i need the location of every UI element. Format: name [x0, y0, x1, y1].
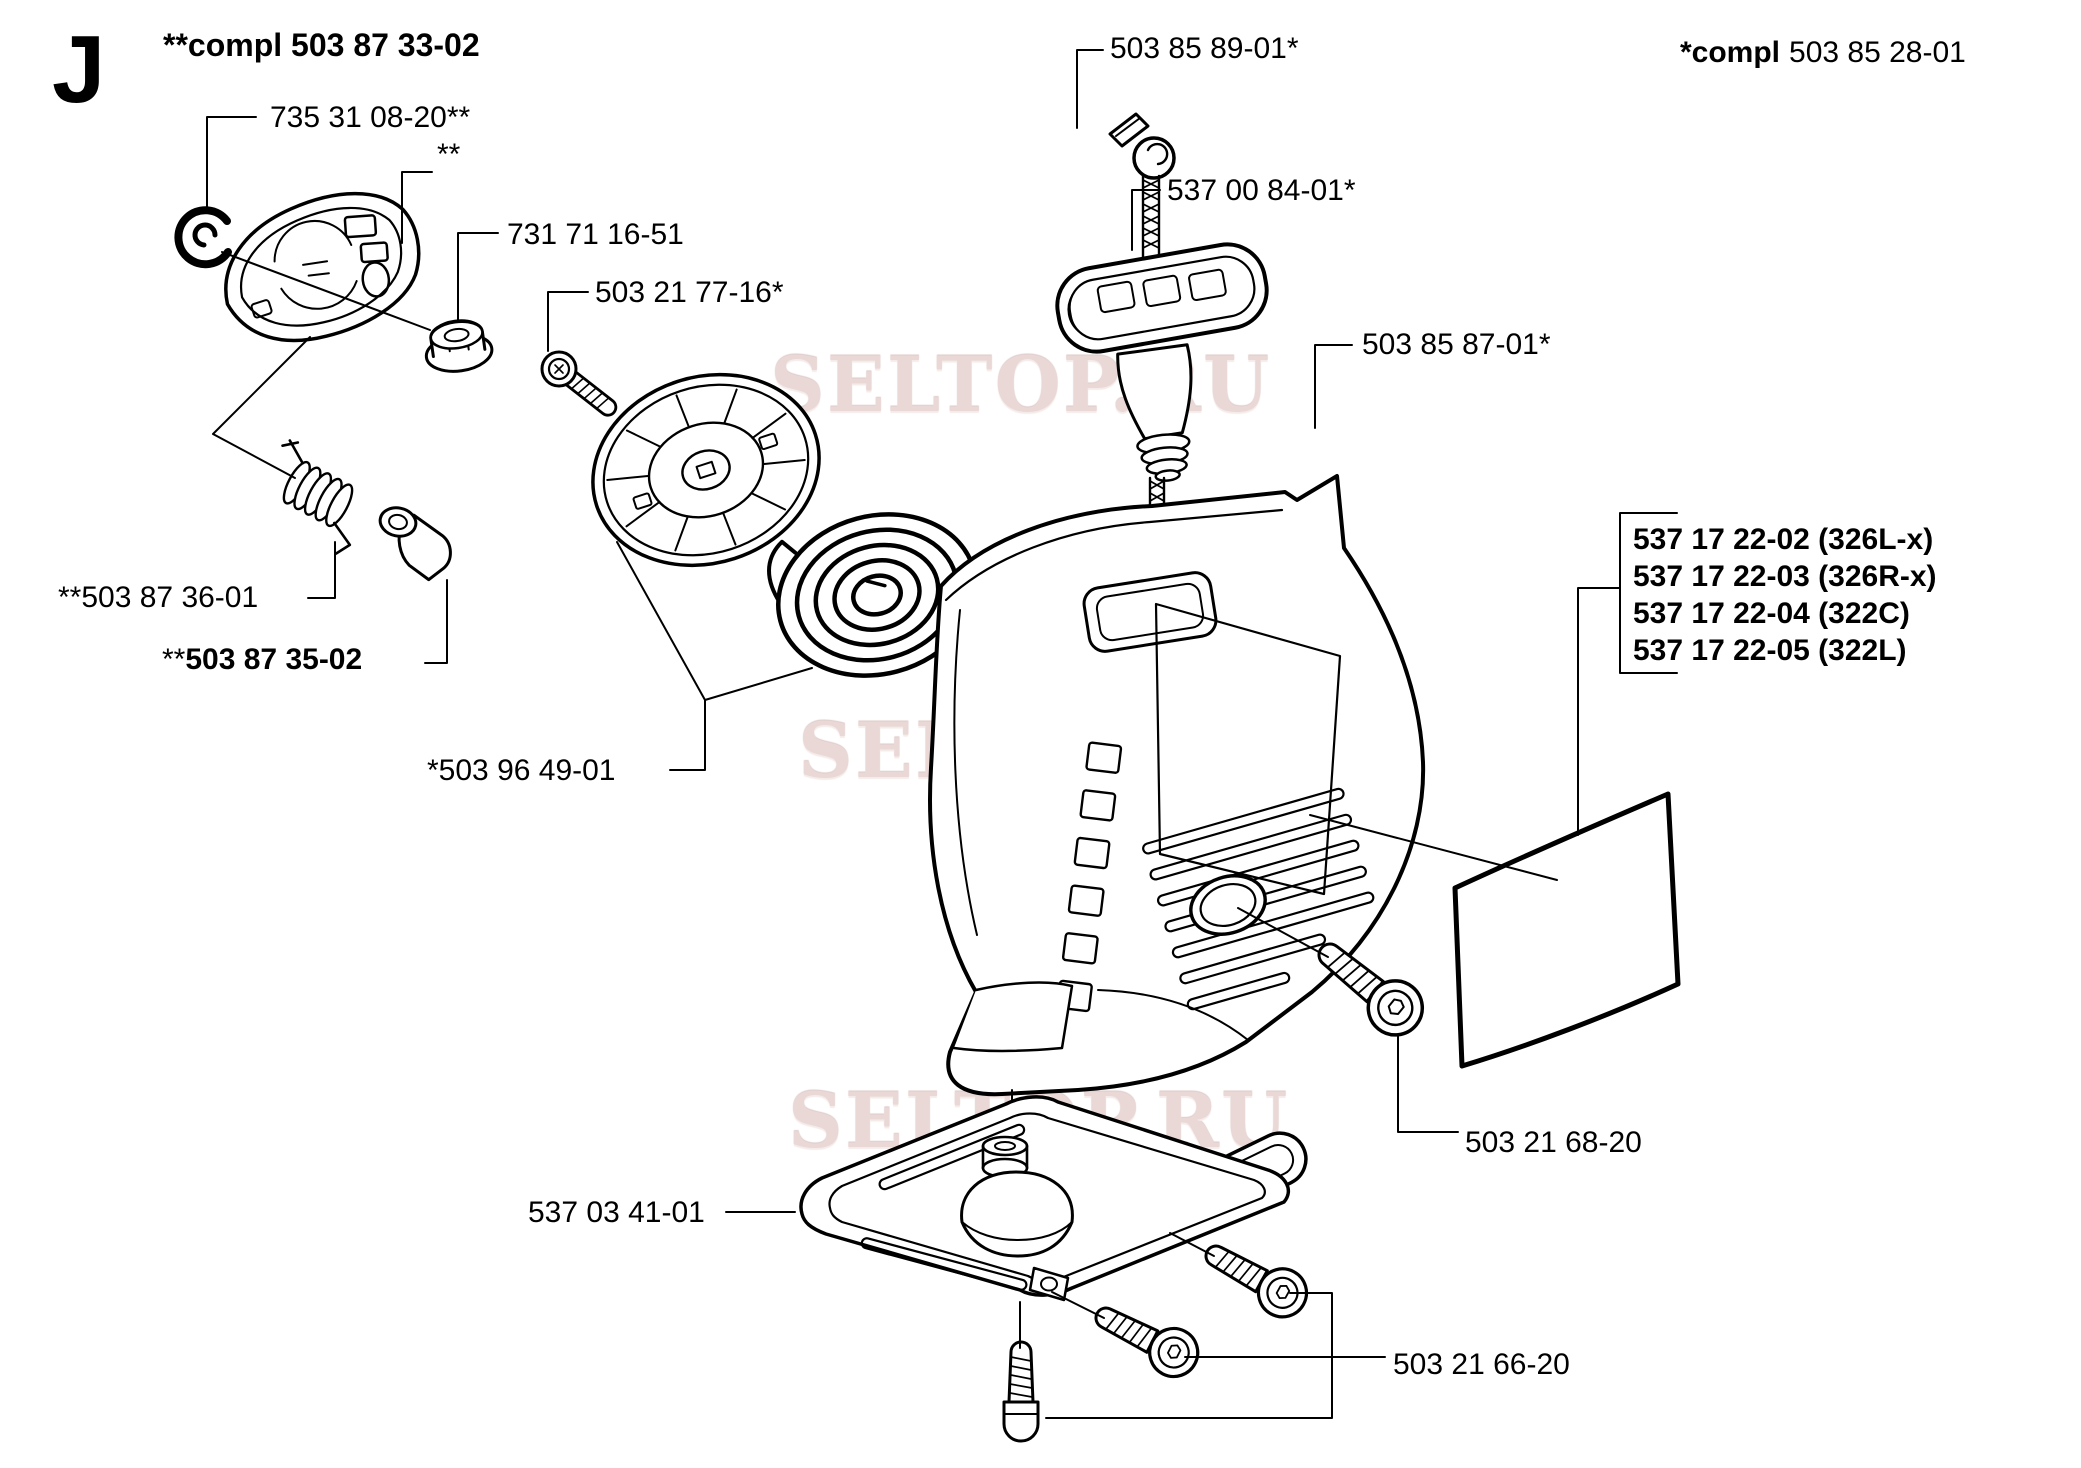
- cover-screw-drawing: [1317, 942, 1425, 1037]
- part-label-handle: 537 00 84-01*: [1167, 174, 1356, 207]
- base-screw-b-drawing: [1094, 1306, 1200, 1379]
- leader-lines: [206, 49, 1678, 1419]
- part-label-rope-knob: 503 85 89-01*: [1110, 32, 1299, 65]
- base-screw-c-drawing: [1002, 1340, 1040, 1443]
- part-label-pawl-spring: **503 87 36-01: [58, 581, 259, 614]
- assembly-note-left: **compl 503 87 33-02: [163, 27, 480, 63]
- assembly-note-right-number: 503 85 28-01: [1789, 36, 1966, 69]
- starter-pulley-drawing: [591, 372, 821, 568]
- part-label-base-plate: 537 03 41-01: [528, 1196, 705, 1229]
- flange-nut-drawing: [424, 319, 494, 373]
- pulley-screw-drawing: [540, 350, 618, 417]
- assembly-note-right-prefix: *compl: [1680, 36, 1781, 69]
- decal-sheet-drawing: [1452, 791, 1681, 1069]
- part-label-pulley-screw: 503 21 77-16*: [595, 276, 784, 309]
- starter-rope-lower: [1148, 476, 1166, 508]
- decal-variant-item: 537 17 22-05 (322L): [1633, 634, 1907, 667]
- part-label-pawl: **503 87 35-02: [162, 643, 362, 677]
- part-label-recoil-spring: *503 96 49-01: [427, 754, 616, 787]
- part-label-pawl-prefix: **: [162, 643, 186, 676]
- decal-variant-item: 537 17 22-04 (322C): [1633, 597, 1910, 630]
- decal-variant-item: 537 17 22-03 (326R-x): [1633, 560, 1937, 593]
- starter-housing-drawing: [928, 474, 1426, 1097]
- pawl-spring-drawing: [281, 439, 354, 555]
- decal-variant-list: 537 17 22-02 (326L-x) 537 17 22-03 (326R…: [1633, 521, 1937, 669]
- part-label-nut: 731 71 16-51: [507, 218, 684, 251]
- pawl-drawing: [378, 506, 452, 582]
- base-screw-a-drawing: [1204, 1244, 1309, 1319]
- decal-variant-item: 537 17 22-02 (326L-x): [1633, 523, 1934, 556]
- rope-guide-drawing: [1116, 343, 1193, 482]
- grip-housing-drawing: [224, 191, 421, 343]
- base-plate-drawing: [799, 1089, 1308, 1302]
- part-label-pawl-number: 503 87 35-02: [185, 643, 363, 676]
- part-label-housing: 503 85 87-01*: [1362, 328, 1551, 361]
- retainer-clip-drawing: [174, 206, 232, 269]
- starter-rope-upper: [1141, 174, 1161, 260]
- starter-handle-drawing: [1055, 242, 1269, 354]
- section-letter: J: [52, 16, 106, 123]
- rope-knob-drawing: [1108, 112, 1176, 180]
- part-label-base-screws: 503 21 66-20: [1393, 1348, 1570, 1381]
- part-label-marker: **: [437, 138, 461, 171]
- part-label-clip: 735 31 08-20**: [270, 101, 471, 134]
- part-label-cover-screw: 503 21 68-20: [1465, 1126, 1642, 1159]
